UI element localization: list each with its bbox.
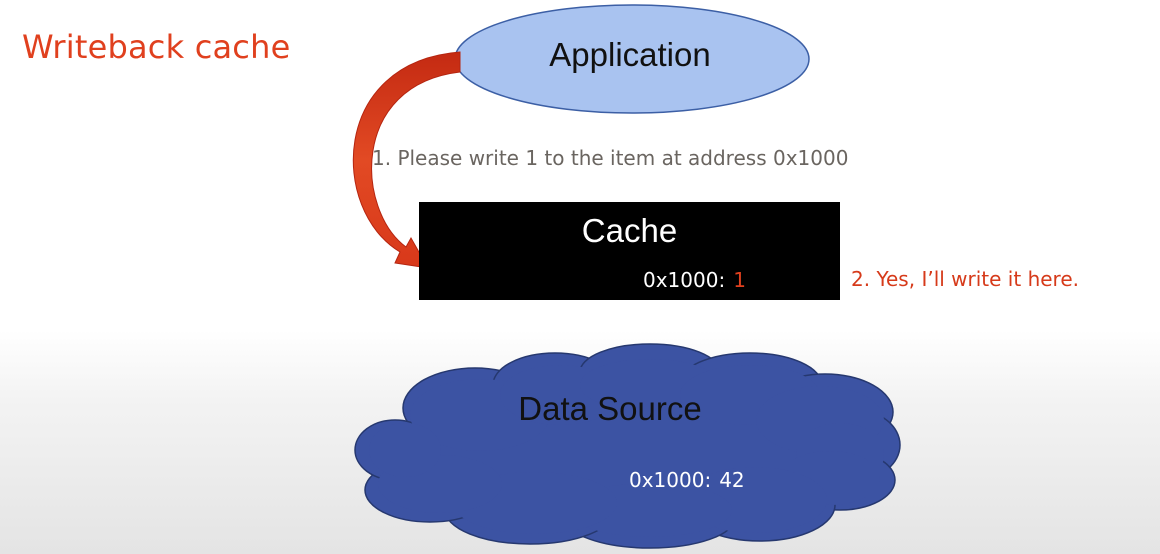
slide-title: Writeback cache (22, 28, 291, 66)
write-response-text: 2. Yes, I’ll write it here. (851, 267, 1079, 291)
application-label: Application (549, 36, 711, 73)
cache-box: Cache 0x1000: 1 (419, 202, 840, 300)
data-source-entry-address: 0x1000: (629, 468, 712, 492)
cache-label: Cache (581, 212, 678, 249)
data-source-label: Data Source (518, 390, 702, 427)
data-source-entry-value: 42 (719, 468, 745, 492)
cache-entry-address: 0x1000: (643, 268, 726, 292)
write-request-text: 1. Please write 1 to the item at address… (372, 146, 849, 170)
cache-entry-value: 1 (733, 268, 746, 292)
cache-entry: 0x1000: 1 (643, 268, 746, 292)
data-source-entry: 0x1000: 42 (629, 468, 745, 492)
